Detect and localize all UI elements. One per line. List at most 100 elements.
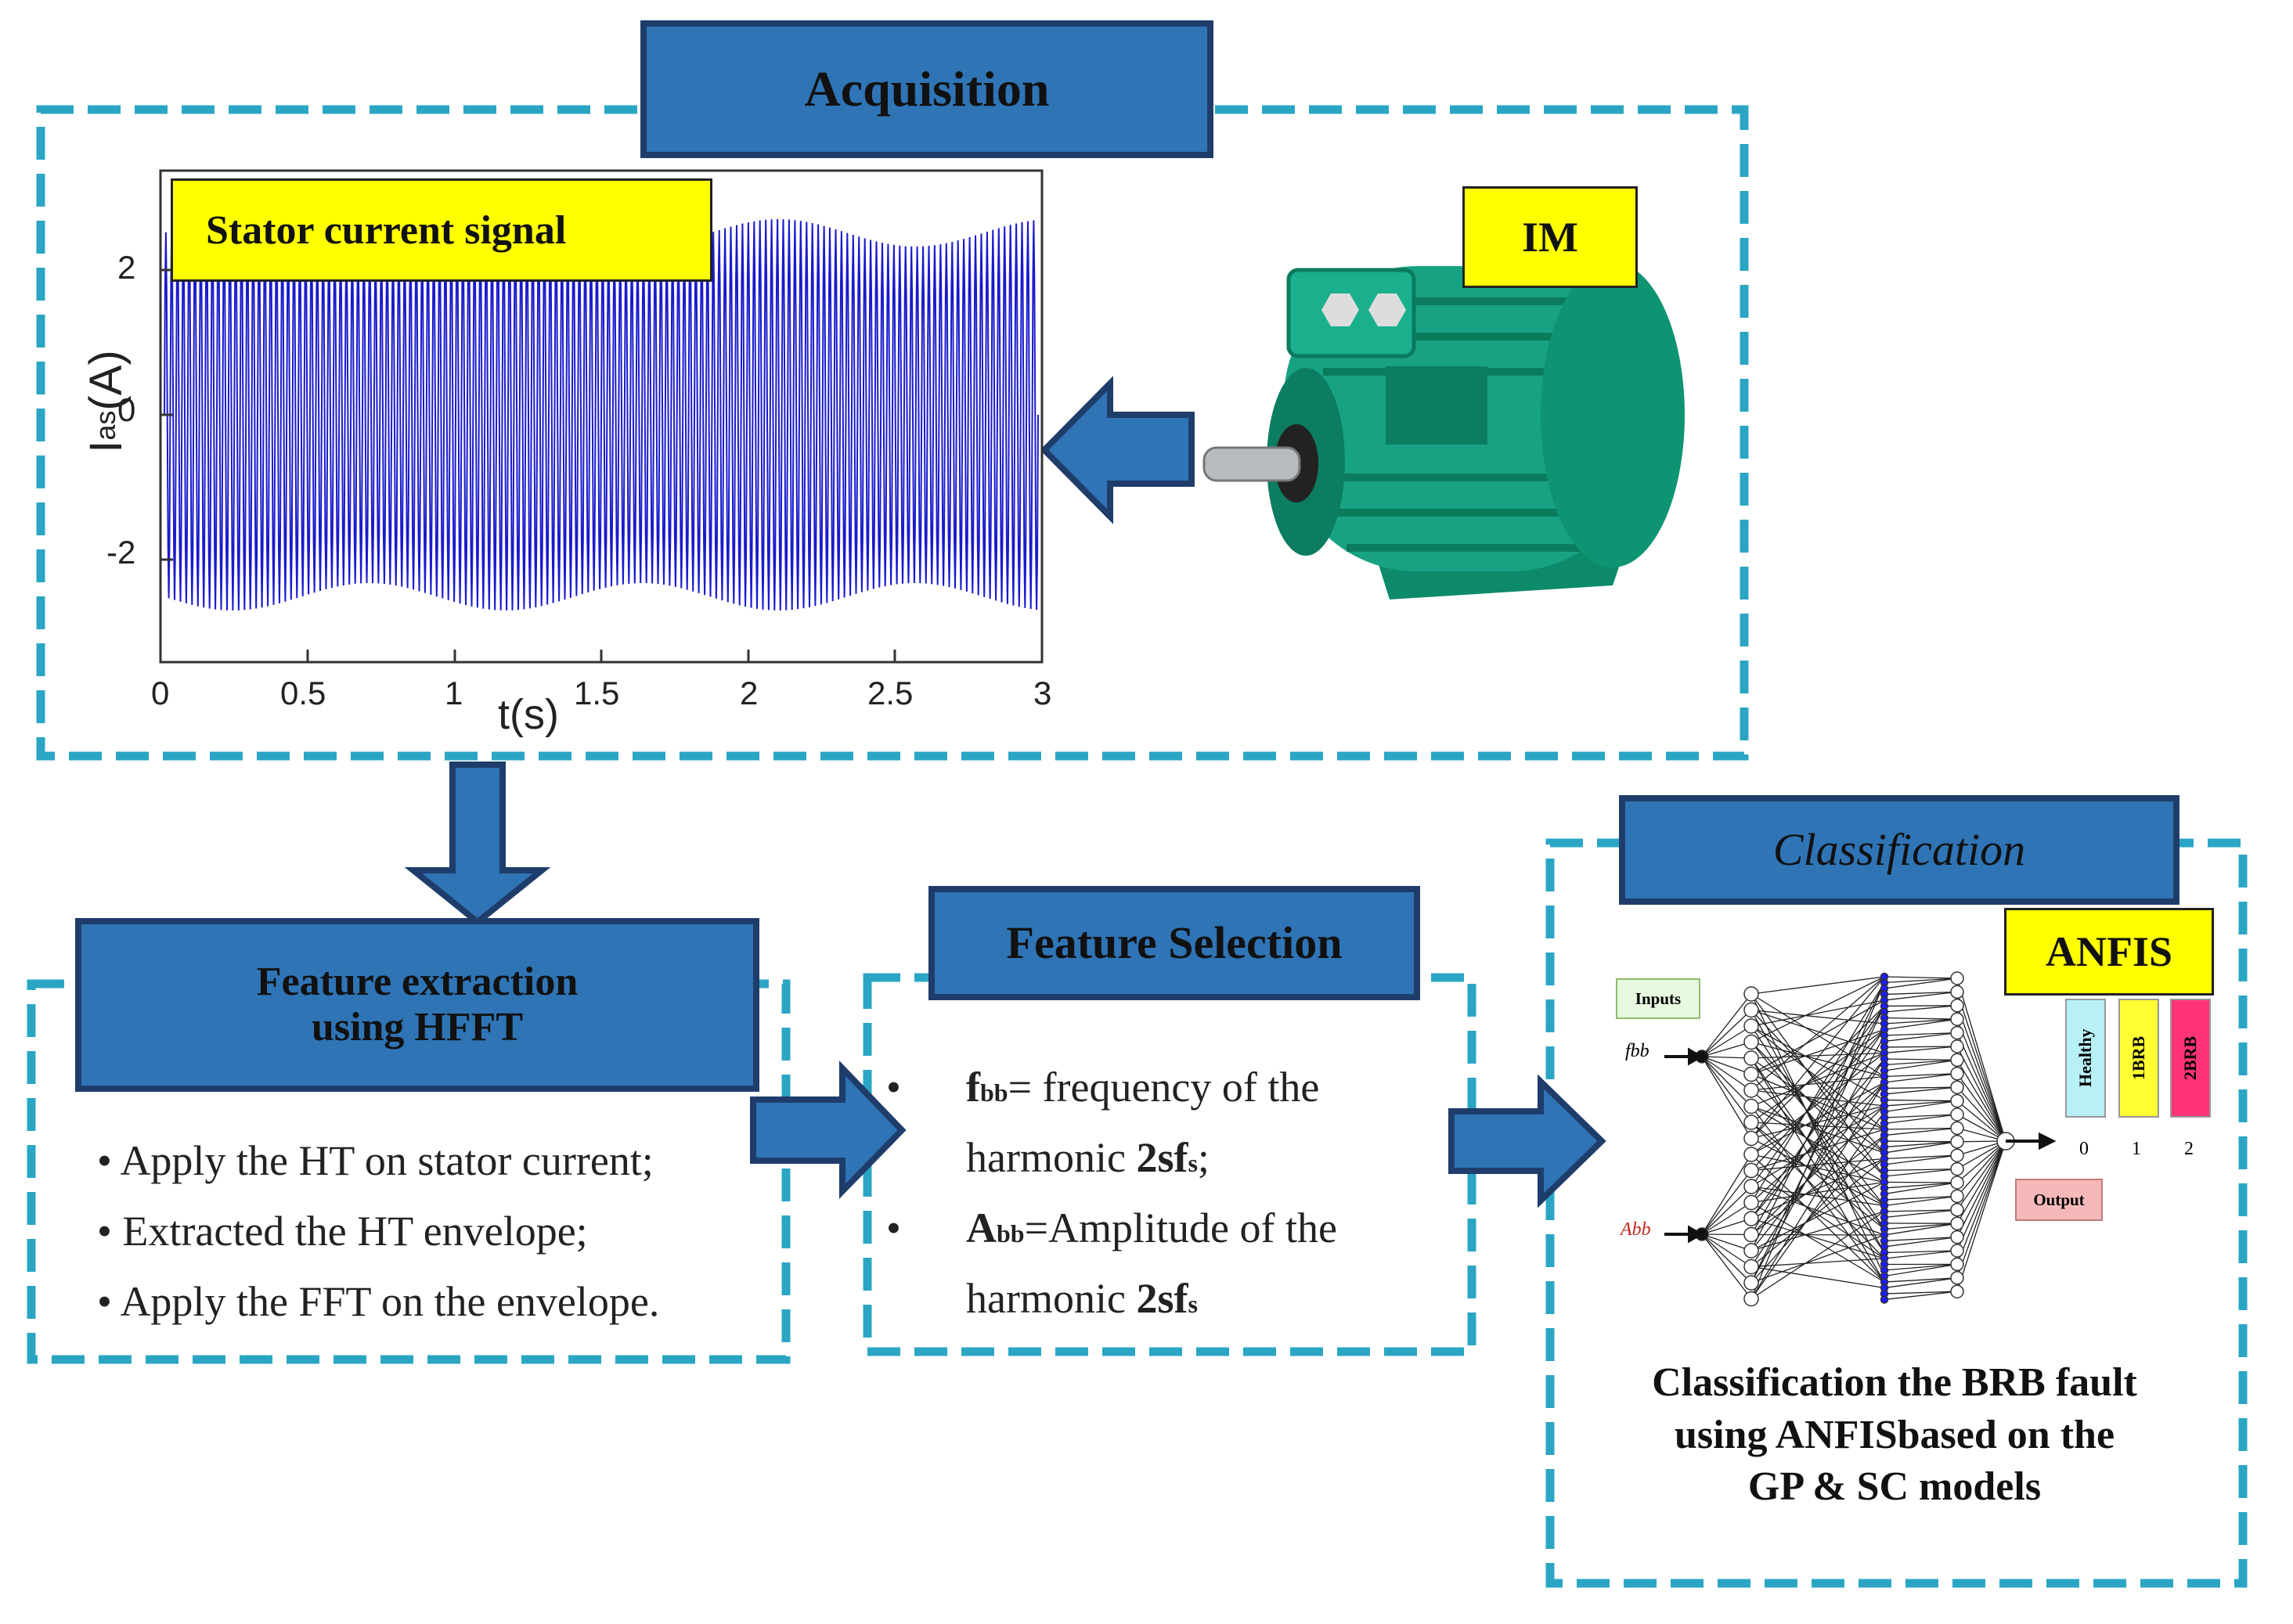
network-edge [1701, 1233, 1752, 1236]
x-axis-label: t(s) [498, 691, 559, 738]
anfis-label-box: ANFIS [2004, 908, 2214, 996]
feature-extraction-title-box: Feature extraction using HFFT [75, 918, 759, 1092]
network-edge [1956, 1073, 2006, 1142]
network-edge [1701, 1201, 1752, 1235]
network-edge [1750, 1258, 1885, 1268]
network-edge [1750, 1137, 1885, 1207]
consequent-node [1950, 1284, 1964, 1298]
network-edge [1750, 1009, 1885, 1054]
network-edge [1701, 1010, 1752, 1057]
consequent-node [1950, 1161, 1964, 1176]
membership-node [1743, 1291, 1759, 1307]
class-2brb-label: 2BRB [2170, 999, 2211, 1118]
network-edge [1750, 1042, 1885, 1177]
extraction-to-selection-arrow [750, 1060, 907, 1199]
output-label: Output [2015, 1179, 2103, 1221]
terminal-bolt [1321, 293, 1359, 326]
consequent-node [1950, 1080, 1964, 1094]
network-edge [1884, 1018, 1958, 1031]
consequent-node [1950, 1039, 1964, 1053]
network-edge [1701, 1154, 1752, 1235]
network-edge [1884, 991, 1958, 996]
network-edge [1884, 1209, 1958, 1212]
network-edge [1750, 993, 1885, 1078]
network-edge [1884, 1195, 1958, 1201]
y-tick-label: 0 [117, 391, 136, 428]
network-edge [1750, 993, 1885, 1177]
inputs-label: Inputs [1616, 978, 1700, 1019]
network-edge [1884, 976, 1958, 979]
network-edge [1956, 1032, 2006, 1142]
network-edge [1884, 991, 1958, 1001]
membership-node [1743, 1162, 1759, 1179]
network-edge [1884, 1250, 1958, 1259]
consequent-node [1950, 1271, 1964, 1285]
consequent-node [1950, 1107, 1964, 1122]
network-edge [1884, 1073, 1958, 1083]
motor-label-box: IM [1462, 186, 1638, 288]
class-healthy-label: Healthy [2065, 999, 2106, 1118]
signal-label-box: Stator current signal [171, 178, 712, 282]
network-edge [1750, 1057, 1885, 1154]
consequent-node [1950, 1230, 1964, 1244]
network-edge [1750, 1010, 1885, 1253]
network-edge [1750, 982, 1885, 1251]
network-edge [1956, 1005, 2006, 1142]
network-edge [1750, 1082, 1885, 1203]
x-tick-label: 2.5 [867, 675, 914, 711]
network-edge [1750, 1158, 1885, 1172]
network-edge [1884, 1236, 1958, 1248]
network-edge [1750, 1041, 1885, 1078]
network-edge [1750, 1058, 1885, 1219]
network-edge [1956, 1114, 2006, 1142]
network-edge [1884, 1032, 1958, 1036]
feature-extraction-title-line2: using HFFT [311, 1005, 524, 1050]
network-edge [1956, 1018, 2006, 1142]
network-edge [1884, 1277, 1958, 1283]
network-edge [1884, 1100, 1958, 1107]
consequent-node [1950, 1148, 1964, 1162]
network-edge [1701, 1170, 1752, 1235]
consequent-node [1950, 1257, 1964, 1272]
network-edge [1750, 976, 1885, 1139]
motor-nameplate [1386, 366, 1487, 445]
network-edge [1884, 1005, 1958, 1013]
consequent-node [1950, 1189, 1964, 1204]
network-edge [1884, 1058, 1958, 1061]
network-edge [1750, 1025, 1885, 1230]
network-edge [1750, 1057, 1885, 1253]
network-edge [1750, 1122, 1885, 1230]
feature-selection-title-box: Feature Selection [928, 886, 1420, 1000]
x-tick-label: 3 [1033, 675, 1052, 711]
network-edge [1701, 1218, 1752, 1235]
network-edge [1884, 1018, 1958, 1024]
input-arrow-head [1688, 1047, 1704, 1066]
x-tick-label: 1 [445, 675, 463, 711]
selection-item-amplitude: Abb=Amplitude of the [966, 1204, 1337, 1251]
network-edge [1750, 1134, 1885, 1236]
membership-node [1743, 1098, 1759, 1114]
extraction-bullet: • Apply the HT on stator current; [97, 1137, 654, 1184]
network-edge [1884, 978, 1958, 984]
motor-shaft [1202, 446, 1301, 482]
network-edge [1956, 1046, 2006, 1142]
network-edge [1750, 1181, 1885, 1204]
network-edge [1956, 1100, 2006, 1142]
network-edge [1750, 1009, 1885, 1024]
network-edge [1750, 993, 1885, 1277]
network-edge [1884, 1046, 1958, 1048]
network-edge [1956, 978, 2006, 1142]
network-edge [1701, 1056, 1752, 1123]
acquisition-to-extraction-arrow [404, 762, 551, 927]
network-edge [1701, 1056, 1752, 1091]
class-value: 0 [2079, 1139, 2089, 1159]
membership-node [1743, 1114, 1759, 1130]
network-edge [1750, 999, 1885, 1027]
network-edge [1750, 1006, 1885, 1284]
anfis-io-arrows [1664, 1047, 2057, 1244]
membership-node [1743, 1194, 1759, 1211]
consequent-node [1950, 971, 1964, 985]
network-edge [1956, 1140, 2006, 1224]
